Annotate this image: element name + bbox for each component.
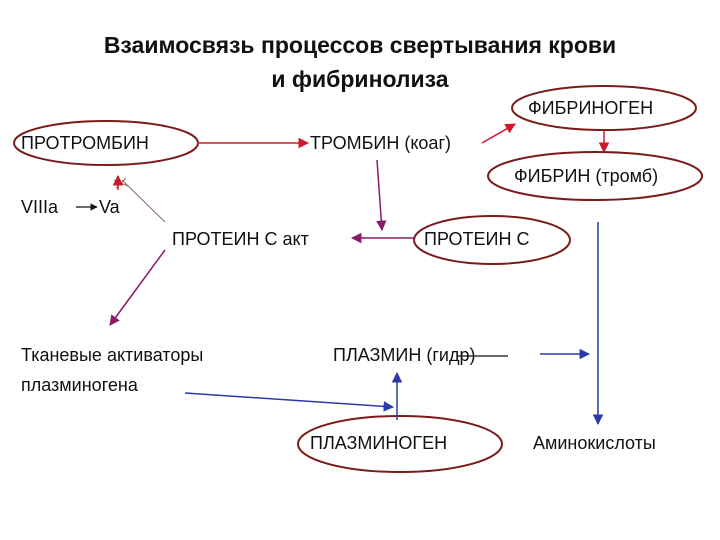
protein-c-active-to-activators-arrow (109, 249, 166, 326)
activators-to-plasminogen-arrow (184, 392, 395, 412)
plasminogen-label: ПЛАЗМИНОГЕН (310, 433, 448, 453)
protein-c-oval (413, 215, 571, 265)
factor-viiia-label: VIIIa (21, 197, 59, 217)
fibrin-label: ФИБРИН (тромб) (514, 166, 659, 186)
factor-va-label: Va (99, 197, 120, 217)
prothrombin-label: ПРОТРОМБИН (21, 133, 149, 153)
amino-acids-label: Аминокислоты (533, 433, 656, 453)
tissue-activators-label-line1: Тканевые активаторы (21, 345, 204, 365)
protein-c-label: ПРОТЕИН С (424, 229, 530, 249)
tissue-activators-label-line2: плазминогена (21, 375, 138, 395)
thrombin-to-protein-c-arrow (376, 159, 387, 232)
fibrin-oval (487, 151, 703, 201)
plasminogen-oval (297, 415, 503, 473)
protein-c-active-inhibition-line (121, 179, 166, 223)
title-line-1: Взаимосвязь процессов свертывания крови (103, 32, 617, 58)
title-line-2: и фибринолиза (271, 66, 449, 92)
protein-c-active-label: ПРОТЕИН С акт (172, 229, 309, 249)
thrombin-to-fibrinogen-arrow (481, 123, 516, 144)
page-title: Взаимосвязь процессов свертывания крови … (0, 28, 720, 96)
thrombin-label: ТРОМБИН (коаг) (310, 133, 452, 153)
fibrinogen-label: ФИБРИНОГЕН (528, 98, 654, 118)
plasmin-label: ПЛАЗМИН (гидр) (333, 345, 476, 365)
